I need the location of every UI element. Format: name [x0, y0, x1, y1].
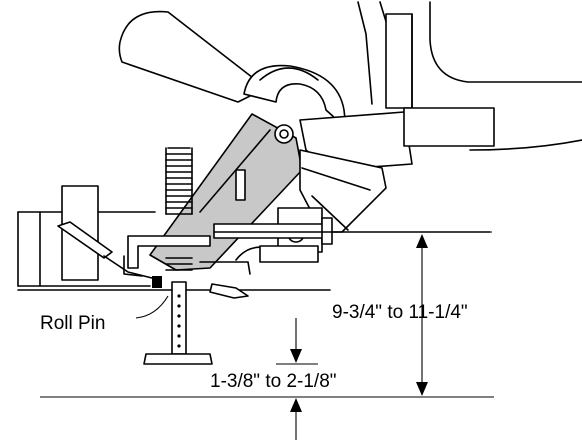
roll-pin-label: Roll Pin — [40, 313, 105, 334]
dimension-arrow-height — [416, 234, 428, 396]
jack-clamp — [123, 235, 211, 288]
hitch-arm-plate — [118, 10, 267, 103]
cross-pin — [213, 217, 491, 245]
reference-lines — [40, 231, 494, 398]
drawbar — [17, 185, 331, 291]
tractor-frame — [357, 1, 582, 151]
clearance-range-label: 1-3/8" to 2-1/8" — [210, 371, 337, 392]
jack-post — [143, 281, 213, 365]
height-range-label: 9-3/4" to 11-1/4" — [332, 302, 468, 323]
roll-pin-leader — [135, 295, 169, 319]
latch-lever — [199, 245, 319, 299]
hook-assembly — [243, 64, 495, 253]
jack-spring — [165, 147, 193, 271]
dimension-arrow-clearance — [290, 318, 302, 440]
